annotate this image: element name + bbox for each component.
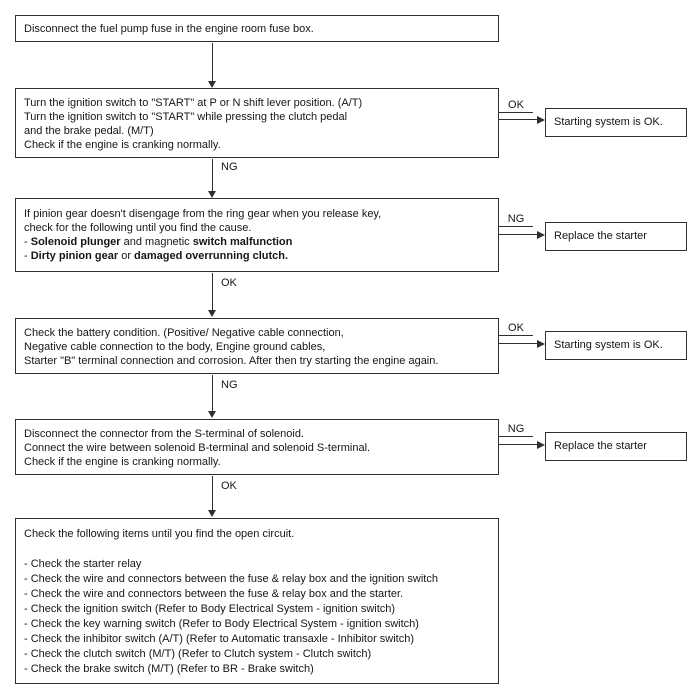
- right-arrow-line: [499, 119, 538, 120]
- bold-phrase: damaged overrunning clutch.: [134, 250, 289, 262]
- step2-line: and the brake pedal. (M/T): [24, 125, 154, 137]
- bold-phrase: Solenoid plunger: [30, 236, 121, 248]
- step1-box: Disconnect the fuel pump fuse in the eng…: [15, 15, 499, 42]
- step4-box: Check the battery condition. (Positive/ …: [15, 318, 499, 374]
- step6-box: Check the following items until you find…: [15, 518, 499, 684]
- down-label-ok: OK: [221, 480, 237, 492]
- step3-box: If pinion gear doesn't disengage from th…: [15, 198, 499, 272]
- step5-line: Disconnect the connector from the S-term…: [24, 428, 305, 440]
- right-arrow-head: [537, 340, 545, 348]
- right-arrow-line: [499, 444, 538, 445]
- branch-label-ok: OK: [499, 99, 533, 113]
- down-label-ng: NG: [221, 161, 238, 173]
- step2-box: Turn the ignition switch to "START" at P…: [15, 88, 499, 158]
- step6-line: - Check the clutch switch (M/T) (Refer t…: [24, 648, 372, 660]
- down-label-ng: NG: [221, 379, 238, 391]
- branch-label-ng: NG: [499, 213, 533, 227]
- step6-line: - Check the brake switch (M/T) (Refer to…: [24, 663, 314, 675]
- result-box-replace-starter-2: Replace the starter: [545, 432, 687, 461]
- arrow-line: [212, 159, 213, 191]
- step3-line: If pinion gear doesn't disengage from th…: [24, 208, 382, 220]
- arrow-line: [212, 43, 213, 81]
- step6-line: - Check the inhibitor switch (A/T) (Refe…: [24, 633, 415, 645]
- step6-line: - Check the ignition switch (Refer to Bo…: [24, 603, 396, 615]
- step1-line: Disconnect the fuel pump fuse in the eng…: [24, 23, 314, 35]
- result-box-starting-ok-1: Starting system is OK.: [545, 108, 687, 137]
- arrow-line: [212, 375, 213, 411]
- right-arrow-head: [537, 441, 545, 449]
- step3-bold-line: - Dirty pinion gear or damaged overrunni…: [24, 249, 490, 263]
- arrow-line: [212, 476, 213, 510]
- step4-line: Starter "B" terminal connection and corr…: [24, 355, 439, 367]
- dash: -: [24, 236, 31, 248]
- arrow-head: [208, 510, 216, 517]
- dash: -: [24, 250, 31, 262]
- bold-phrase: Dirty pinion gear: [30, 250, 119, 262]
- right-arrow-line: [499, 343, 538, 344]
- arrow-head: [208, 191, 216, 198]
- right-arrow-head: [537, 231, 545, 239]
- step5-box: Disconnect the connector from the S-term…: [15, 419, 499, 475]
- step5-line: Connect the wire between solenoid B-term…: [24, 442, 371, 454]
- branch-label-ok: OK: [499, 322, 533, 336]
- step6-line: - Check the wire and connectors between …: [24, 588, 404, 600]
- arrow-line: [212, 273, 213, 310]
- step6-line: - Check the key warning switch (Refer to…: [24, 618, 419, 630]
- step4-line: Check the battery condition. (Positive/ …: [24, 327, 344, 339]
- step3-line: check for the following until you find t…: [24, 222, 252, 234]
- result-box-starting-ok-2: Starting system is OK.: [545, 331, 687, 360]
- result-box-replace-starter-1: Replace the starter: [545, 222, 687, 251]
- plain-phrase: and magnetic: [120, 236, 193, 248]
- bold-phrase: switch malfunction: [192, 236, 293, 248]
- step6-line: Check the following items until you find…: [24, 528, 295, 540]
- step4-line: Negative cable connection to the body, E…: [24, 341, 326, 353]
- right-arrow-head: [537, 116, 545, 124]
- step2-line: Turn the ignition switch to "START" whil…: [24, 111, 348, 123]
- arrow-head: [208, 81, 216, 88]
- right-arrow-line: [499, 234, 538, 235]
- step3-bold-line: - Solenoid plunger and magnetic switch m…: [24, 235, 490, 249]
- arrow-head: [208, 310, 216, 317]
- branch-label-ng: NG: [499, 423, 533, 437]
- step2-line: Check if the engine is cranking normally…: [24, 139, 221, 151]
- step2-line: Turn the ignition switch to "START" at P…: [24, 97, 363, 109]
- step6-line: - Check the wire and connectors between …: [24, 573, 438, 585]
- step5-line: Check if the engine is cranking normally…: [24, 456, 221, 468]
- down-label-ok: OK: [221, 277, 237, 289]
- arrow-head: [208, 411, 216, 418]
- plain-phrase: or: [118, 250, 135, 262]
- step6-line: - Check the starter relay: [24, 558, 142, 570]
- step6-blank-line: [24, 542, 490, 557]
